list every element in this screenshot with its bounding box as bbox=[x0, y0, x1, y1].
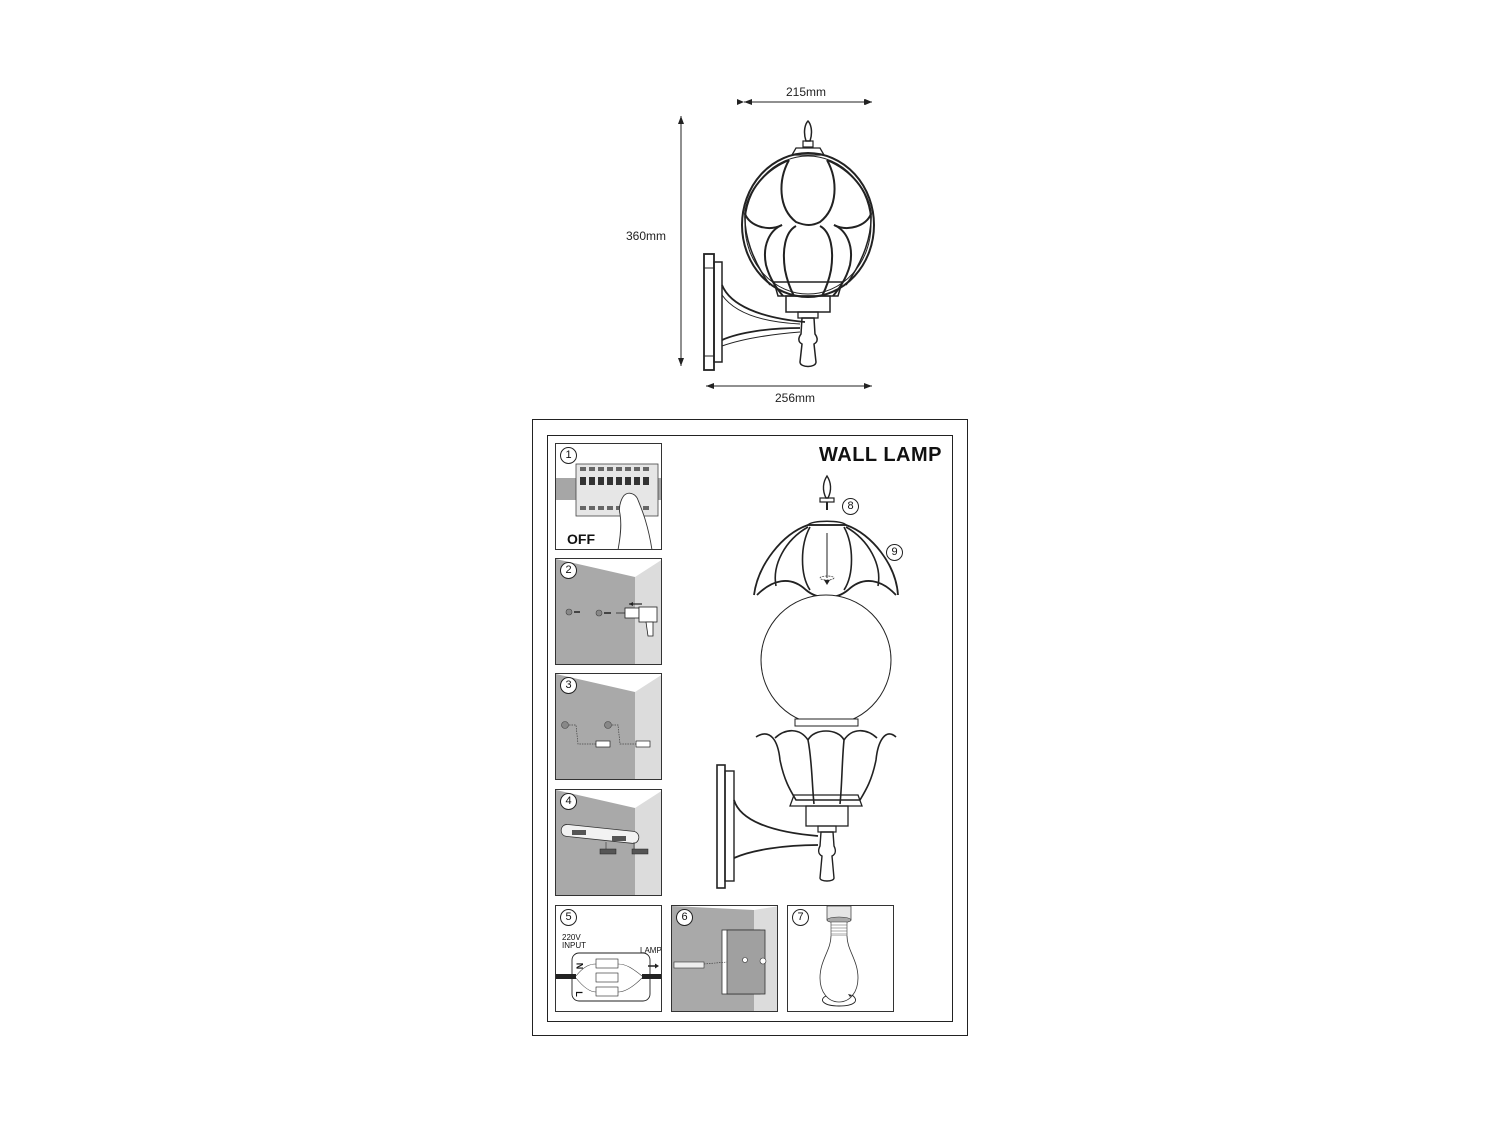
step-4-panel: 4 bbox=[555, 789, 662, 896]
wiring-terminal-illustration bbox=[556, 952, 661, 1002]
install-bulb-illustration bbox=[819, 906, 859, 1007]
lamp-exploded-view bbox=[716, 474, 899, 889]
terminal-l-label: L bbox=[573, 991, 584, 997]
instruction-sheet-inner-border bbox=[547, 435, 953, 1022]
step-6-panel: 6 bbox=[671, 905, 778, 1012]
terminal-n-label: N bbox=[574, 962, 585, 970]
depth-dimension-label: 256mm bbox=[775, 391, 816, 405]
input-voltage-line2: INPUT bbox=[562, 941, 586, 950]
wall-plugs-illustration bbox=[556, 674, 661, 779]
attach-base-illustration bbox=[672, 906, 777, 1011]
circuit-breaker-illustration bbox=[556, 463, 661, 549]
drill-holes-illustration bbox=[556, 559, 661, 664]
part-callout-8: 8 bbox=[842, 498, 859, 515]
input-voltage-line1: 220V bbox=[562, 933, 581, 942]
lamp-output-label: LAMP bbox=[640, 946, 662, 955]
step-number-badge: 2 bbox=[560, 562, 577, 579]
step-number-badge: 3 bbox=[560, 677, 577, 694]
step-3-panel: 3 bbox=[555, 673, 662, 780]
step-number-badge: 4 bbox=[560, 793, 577, 810]
step-7-panel: 7 bbox=[787, 905, 894, 1012]
lamp-side-view-drawing bbox=[678, 99, 875, 389]
sheet-title: WALL LAMP bbox=[818, 444, 942, 466]
step-number-badge: 5 bbox=[560, 909, 577, 926]
step-number-badge: 1 bbox=[560, 447, 577, 464]
step-5-panel: 5 220V INPUT LAMP N L bbox=[555, 905, 662, 1012]
height-dimension-label: 360mm bbox=[626, 229, 667, 243]
mounting-bracket-illustration bbox=[556, 790, 661, 895]
step-1-panel: 1 OFF bbox=[555, 443, 662, 550]
input-voltage-label: 220V INPUT bbox=[562, 934, 586, 950]
step-number-badge: 7 bbox=[792, 909, 809, 926]
step-number-badge: 6 bbox=[676, 909, 693, 926]
instruction-sheet-outer-border bbox=[532, 419, 968, 1036]
width-dimension-label: 215mm bbox=[786, 85, 827, 99]
off-label: OFF bbox=[567, 531, 595, 547]
part-callout-9: 9 bbox=[886, 544, 903, 561]
step-2-panel: 2 bbox=[555, 558, 662, 665]
